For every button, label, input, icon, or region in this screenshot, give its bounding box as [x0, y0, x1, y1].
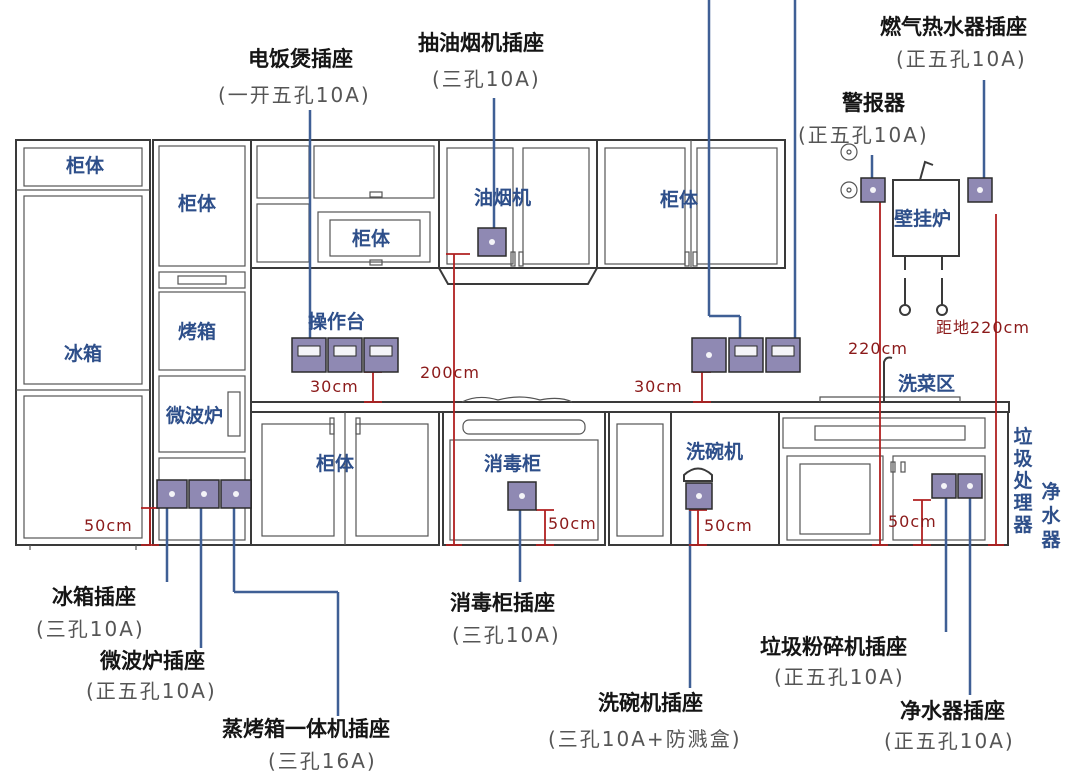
wall-boiler-label: 壁挂炉 — [894, 207, 951, 230]
fridge-socket-spec: (三孔10A) — [36, 617, 145, 641]
counter-socket-6 — [765, 337, 801, 373]
disinfection-cabinet-label: 消毒柜 — [484, 452, 541, 475]
garbage-disposer-label: 垃圾处理器 — [1012, 425, 1033, 536]
steam-oven-socket-name: 蒸烤箱一体机插座 — [222, 717, 390, 741]
dishwasher-socket-height: 50cm — [704, 516, 753, 535]
dishwasher-label: 洗碗机 — [686, 440, 743, 463]
boiler-socket-height: 220cm — [848, 339, 908, 358]
dimension-lines — [141, 184, 1004, 546]
sockets — [156, 177, 993, 511]
fridge-socket — [156, 479, 188, 509]
hood-socket-height: 200cm — [420, 363, 480, 382]
tall-cabinet-label: 柜体 — [178, 192, 217, 215]
counter-socket-4 — [691, 337, 727, 373]
dimension-labels: 30cm 30cm 200cm 50cm 50cm 50cm 50cm 220c… — [84, 318, 1030, 535]
steam-oven-socket-spec: (三孔16A) — [268, 749, 377, 773]
alarm-socket — [860, 177, 886, 203]
gas-heater-socket-spec: (正五孔10A) — [896, 47, 1027, 71]
disposer-socket — [931, 473, 957, 499]
disinfection-cabinet — [442, 411, 606, 546]
microwave-socket-name: 微波炉插座 — [99, 649, 205, 673]
oven-label: 烤箱 — [178, 320, 216, 343]
water-purifier-label: 净水器 — [1040, 480, 1061, 551]
counter-socket-3 — [363, 337, 399, 373]
water-purifier-label-text: 净水器 — [1040, 480, 1061, 551]
disinfection-socket — [507, 481, 537, 511]
splash-box-icon — [683, 467, 713, 482]
countertop — [250, 401, 1010, 413]
microwave-socket-spec: (正五孔10A) — [86, 679, 217, 703]
microwave-socket — [188, 479, 220, 509]
disposer-socket-spec: (正五孔10A) — [774, 665, 905, 689]
gas-socket-height: 距地220cm — [936, 318, 1030, 337]
dishwasher-socket — [685, 482, 713, 510]
sink-area-label: 洗菜区 — [898, 372, 955, 395]
sink-socket-height: 50cm — [888, 512, 937, 531]
range-hood-socket-spec: (三孔10A) — [432, 67, 541, 91]
range-hood-socket — [477, 227, 507, 257]
wall-boiler-unit — [892, 179, 960, 257]
fridge-socket-height: 50cm — [84, 516, 133, 535]
counter-socket-1 — [291, 337, 327, 373]
counter-socket-2 — [327, 337, 363, 373]
disinfection-socket-name: 消毒柜插座 — [450, 591, 555, 615]
alarm-socket-name: 警报器 — [841, 91, 906, 115]
steam-oven-socket — [220, 479, 252, 509]
fridge-label: 冰箱 — [64, 342, 102, 365]
appliance-labels: 柜体 冰箱 柜体 烤箱 微波炉 柜体 油烟机 柜体 操作台 柜体 消毒柜 洗碗机… — [64, 154, 955, 475]
purifier-socket — [957, 473, 983, 499]
disinfection-socket-spec: (三孔10A) — [452, 623, 561, 647]
rice-cooker-socket-name: 电饭煲插座 — [248, 47, 353, 71]
fridge-top-cabinet-label: 柜体 — [66, 154, 105, 177]
rice-cooker-socket-spec: (一开五孔10A) — [218, 83, 371, 107]
microwave-label: 微波炉 — [165, 404, 223, 427]
gas-heater-socket-name: 燃气热水器插座 — [880, 15, 1027, 39]
vertical-labels: 垃圾处理器 净水器 — [1012, 425, 1061, 551]
purifier-socket-spec: (正五孔10A) — [884, 729, 1015, 753]
base-cabinet-label: 柜体 — [316, 452, 355, 475]
dishwasher-socket-spec: (三孔10A+防溅盒) — [548, 727, 742, 751]
socket-callouts: 电饭煲插座 (一开五孔10A) 抽油烟机插座 (三孔10A) 燃气热水器插座 (… — [36, 15, 1027, 773]
counter-socket-5 — [728, 337, 764, 373]
alarm-icon — [840, 143, 858, 161]
disposer-socket-name: 垃圾粉碎机插座 — [760, 635, 907, 659]
counter-left-height: 30cm — [310, 377, 359, 396]
fridge-socket-name: 冰箱插座 — [52, 585, 136, 609]
leader-lines — [165, 0, 986, 716]
garbage-disposer-label-text: 垃圾处理器 — [1012, 425, 1033, 536]
range-hood-socket-name: 抽油烟机插座 — [418, 31, 544, 55]
gas-heater-socket — [967, 177, 993, 203]
alarm-socket-spec: (正五孔10A) — [798, 123, 929, 147]
counter-right-height: 30cm — [634, 377, 683, 396]
counter-label: 操作台 — [308, 310, 365, 333]
purifier-socket-name: 净水器插座 — [900, 699, 1005, 723]
right-cabinet-label: 柜体 — [660, 188, 699, 211]
sink-cabinet — [778, 411, 1009, 546]
disinfection-socket-height: 50cm — [548, 514, 597, 533]
range-hood-label: 油烟机 — [474, 186, 531, 209]
dishwasher-socket-name: 洗碗机插座 — [598, 691, 703, 715]
upper-cabinet-label: 柜体 — [352, 227, 391, 250]
